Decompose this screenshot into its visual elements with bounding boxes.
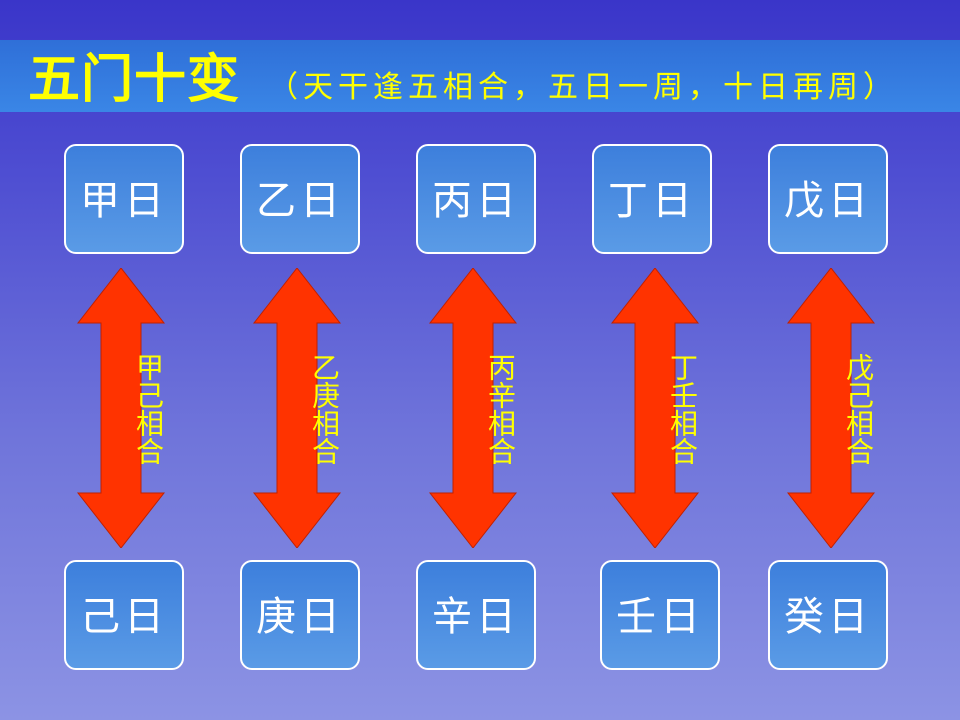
pair-label: 甲己相合 — [132, 353, 165, 465]
pair-arrow-jia-ji: 甲己相合 — [76, 268, 166, 548]
pair-arrow-yi-geng: 乙庚相合 — [252, 268, 342, 548]
day-box-jia: 甲日 — [64, 144, 184, 254]
page-title: 五门十变 — [28, 50, 241, 110]
double-arrow-icon — [610, 268, 700, 548]
pair-arrow-bing-xin: 丙辛相合 — [428, 268, 518, 548]
double-arrow-icon — [252, 268, 342, 548]
day-box-bing: 丙日 — [416, 144, 536, 254]
day-box-geng: 庚日 — [240, 560, 360, 670]
pair-label: 戊己相合 — [842, 353, 875, 465]
pair-label: 丙辛相合 — [484, 353, 517, 465]
pair-arrow-wu-ji: 戊己相合 — [786, 268, 876, 548]
day-box-ren: 壬日 — [600, 560, 720, 670]
day-box-xin: 辛日 — [416, 560, 536, 670]
title-bar — [0, 40, 960, 112]
day-box-yi: 乙日 — [240, 144, 360, 254]
day-box-wu: 戊日 — [768, 144, 888, 254]
double-arrow-icon — [428, 268, 518, 548]
pair-arrow-ding-ren: 丁壬相合 — [610, 268, 700, 548]
pair-label: 丁壬相合 — [666, 353, 699, 465]
day-box-gui: 癸日 — [768, 560, 888, 670]
day-box-ding: 丁日 — [592, 144, 712, 254]
page-subtitle: （天干逢五相合，五日一周，十日再周） — [268, 70, 898, 105]
double-arrow-icon — [786, 268, 876, 548]
double-arrow-icon — [76, 268, 166, 548]
day-box-ji: 己日 — [64, 560, 184, 670]
pair-label: 乙庚相合 — [308, 353, 341, 465]
